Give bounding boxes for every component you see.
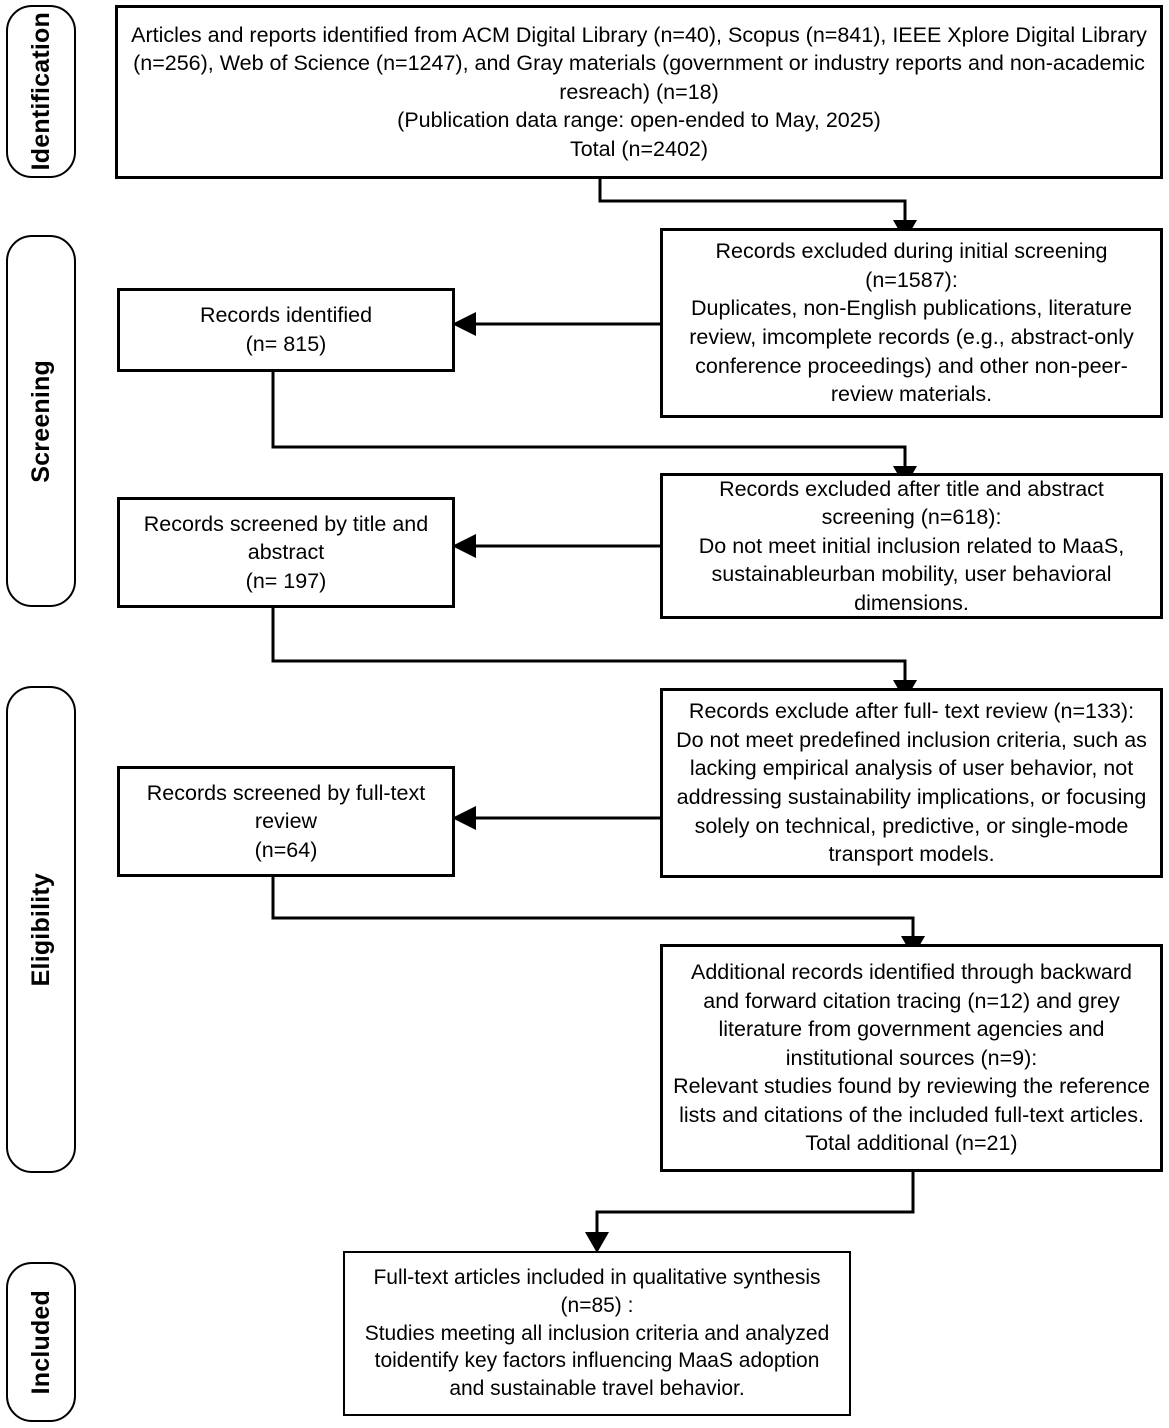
connector-screened-fulltext-to-additional bbox=[271, 877, 915, 938]
stage-label-identification-text: Identification bbox=[26, 12, 55, 171]
node-screened-fulltext: Records screened by full-text review (n=… bbox=[117, 766, 455, 877]
arrowhead-down-included bbox=[585, 1232, 609, 1253]
connector-identification-to-excluded-initial bbox=[598, 179, 907, 222]
arrowhead-left-records-identified bbox=[452, 312, 476, 336]
stage-label-eligibility-text: Eligibility bbox=[26, 872, 55, 987]
stage-label-included: Included bbox=[6, 1262, 76, 1422]
node-excluded-title-abstract: Records excluded after title and abstrac… bbox=[660, 473, 1163, 619]
node-included-final: Full-text articles included in qualitati… bbox=[343, 1251, 851, 1416]
stage-label-included-text: Included bbox=[26, 1289, 55, 1395]
node-excluded-title-abstract-text: Records excluded after title and abstrac… bbox=[698, 476, 1125, 615]
node-additional-records-text: Additional records identified through ba… bbox=[673, 959, 1150, 1156]
node-excluded-fulltext-text: Records exclude after full- text review … bbox=[676, 699, 1147, 867]
node-identified-sources: Articles and reports identified from ACM… bbox=[115, 5, 1163, 179]
stage-label-screening: Screening bbox=[6, 235, 76, 607]
node-screened-fulltext-text: Records screened by full-text review (n=… bbox=[146, 780, 426, 862]
arrowhead-left-screened-fulltext bbox=[452, 806, 476, 830]
stage-label-eligibility: Eligibility bbox=[6, 686, 76, 1173]
node-screened-title-abstract: Records screened by title and abstract (… bbox=[117, 497, 455, 608]
node-included-final-text: Full-text articles included in qualitati… bbox=[364, 1265, 830, 1401]
stage-label-identification: Identification bbox=[6, 5, 76, 178]
node-records-identified: Records identified (n= 815) bbox=[117, 288, 455, 372]
node-additional-records: Additional records identified through ba… bbox=[660, 944, 1163, 1172]
arrowhead-left-screened-title bbox=[452, 534, 476, 558]
stage-label-screening-text: Screening bbox=[26, 359, 55, 483]
node-excluded-initial-screening: Records excluded during initial screenin… bbox=[660, 228, 1163, 418]
connector-additional-to-included bbox=[595, 1172, 915, 1234]
node-identified-sources-text: Articles and reports identified from ACM… bbox=[131, 22, 1147, 161]
node-excluded-fulltext: Records exclude after full- text review … bbox=[660, 688, 1163, 878]
node-excluded-initial-screening-text: Records excluded during initial screenin… bbox=[689, 239, 1134, 407]
node-screened-title-abstract-text: Records screened by title and abstract (… bbox=[143, 511, 429, 593]
node-records-identified-text: Records identified (n= 815) bbox=[199, 303, 373, 356]
